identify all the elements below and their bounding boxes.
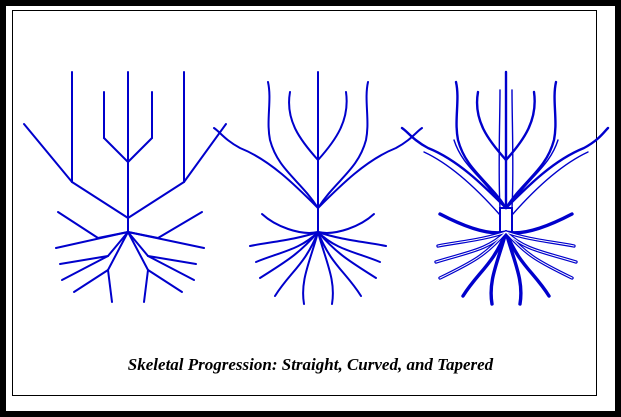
straight-skeleton [24,72,226,302]
tapered-skeleton [402,72,608,304]
curved-skeleton [214,72,422,304]
figure-caption: Skeletal Progression: Straight, Curved, … [0,355,621,375]
